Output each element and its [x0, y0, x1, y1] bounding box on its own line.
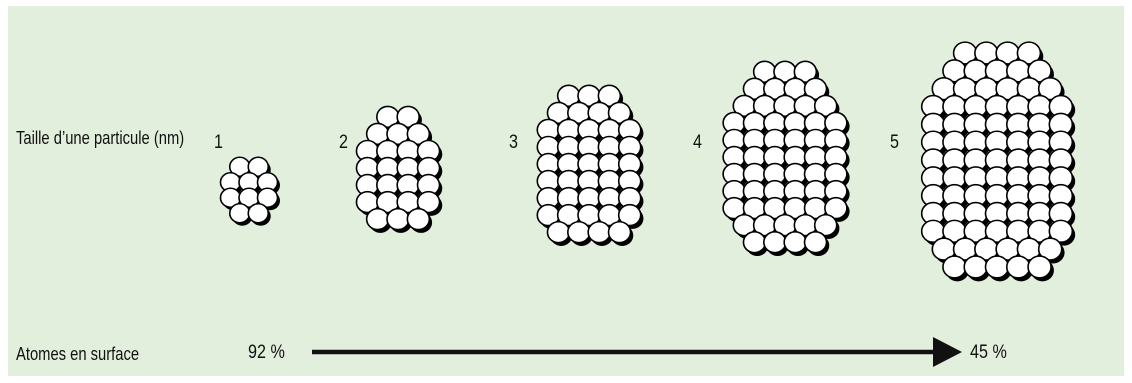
decreasing-arrow	[0, 0, 1132, 383]
